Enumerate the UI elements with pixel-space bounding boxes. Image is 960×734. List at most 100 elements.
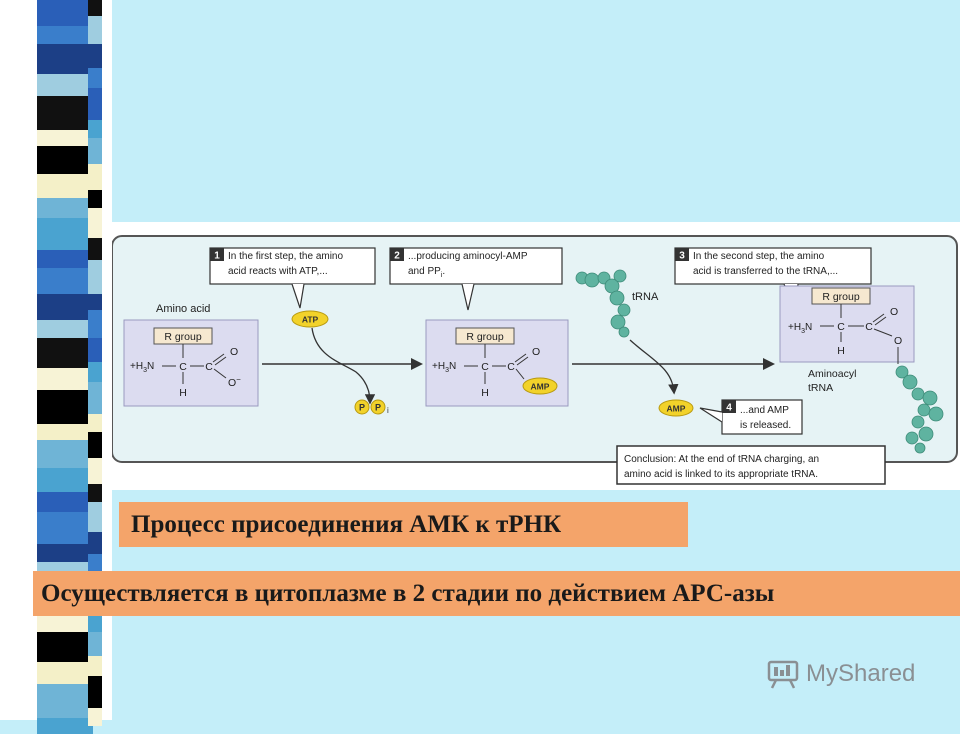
stripe-segment [88,208,102,238]
stripe-segment [37,250,93,268]
stripe-segment [37,0,93,26]
caption-subtitle: Осуществляется в цитоплазме в 2 стадии п… [33,571,960,616]
stripe-segment [37,146,93,174]
oxygen-double-2: O [532,346,540,358]
stripe-segment [37,390,93,424]
callout-4-line2: is released. [740,420,791,431]
stripe-segment [88,362,102,382]
conclusion-box: Conclusion: At the end of tRNA charging,… [616,445,886,485]
svg-text:P: P [359,403,365,413]
watermark: MyShared [766,656,915,692]
callout-1: 1 In the first step, the amino acid reac… [209,247,376,309]
stripe-segment [37,424,93,440]
aminoacyl-trna-molecule: R group +H3N C C O O H [779,285,915,364]
stripe-segment [88,238,102,260]
stripe-segment [37,468,93,492]
conclusion-line2: amino acid is linked to its appropriate … [624,469,818,480]
oxygen-ester-3: O [894,335,902,347]
stripe-segment [37,174,93,198]
stripe-segment [88,16,102,44]
stripe-segment [37,130,93,146]
stripe-segment [37,74,93,96]
stripe-segment [37,614,93,632]
ppi-badge: P P i [354,399,389,415]
alpha-carbon-2: C [481,361,489,373]
stripe-segment [37,96,93,130]
callout-4-number: 4 [726,403,732,414]
stripe-segment [88,708,102,726]
watermark-text: MyShared [806,660,916,687]
trna-shape-free [575,269,631,338]
stripe-segment [37,368,93,390]
r-group-label-2: R group [466,331,504,343]
presentation-board-icon [767,660,799,689]
amp-badge-released [658,399,694,417]
amp-label-released: AMP [667,404,686,414]
callout-2-line2: and PPi. [408,266,445,279]
stripe-segment [88,260,102,294]
stripe-segment [88,484,102,502]
alpha-hydrogen-3: H [837,345,845,357]
stripe-segment [37,294,93,320]
stripe-segment [37,338,93,368]
stripe-segment [88,382,102,414]
oxygen-minus-1: O− [228,375,241,389]
stripe-segment [88,88,102,120]
trna-label: tRNA [632,291,659,303]
callout-3-number: 3 [679,251,685,262]
stripe-pattern-thin [88,0,102,726]
stripe-segment [88,532,102,554]
stripe-segment [88,44,102,68]
aminoacyl-label-line1: Aminoacyl [808,368,856,380]
callout-4-line1: ...and AMP [740,405,789,416]
figure-svg: 1 In the first step, the amino acid reac… [112,235,958,485]
alpha-carbon-1: C [179,361,187,373]
stripe-segment [88,0,102,16]
amp-label-bound: AMP [531,382,550,392]
stripe-segment [88,338,102,362]
callout-4: 4 ...and AMP is released. [699,399,803,435]
stripe-segment [88,294,102,310]
stripe-segment [88,632,102,656]
stripe-segment [88,414,102,432]
stripe-segment [37,662,93,684]
callout-2-number: 2 [394,251,400,262]
atp-label: ATP [302,315,319,325]
stripe-segment [88,458,102,484]
svg-text:i: i [387,406,389,415]
oxygen-double-1: O [230,346,238,358]
alpha-hydrogen-1: H [179,387,187,399]
stripe-segment [37,440,93,468]
conclusion-line1: Conclusion: At the end of tRNA charging,… [624,454,819,465]
stripe-segment [37,718,93,734]
stripe-segment [37,632,93,662]
caption-title: Процесс присоединения АМК к тРНК [119,502,688,547]
oxygen-double-3: O [890,306,898,318]
stripe-segment [88,120,102,138]
aminoacyl-label-line2: tRNA [808,382,833,394]
amine-group-1: +H3N [130,361,154,374]
stripe-segment [37,198,93,218]
stripe-segment [88,164,102,190]
callout-1-number: 1 [214,251,220,262]
trna-charging-figure: 1 In the first step, the amino acid reac… [112,222,960,490]
amp-badge-bound [522,377,558,395]
r-group-label-3: R group [822,291,860,303]
amine-group-2: +H3N [432,361,456,374]
callout-1-line1: In the first step, the amino [228,251,343,262]
callout-3-line2: acid is transferred to the tRNA,... [693,266,838,277]
stripe-segment [37,26,93,44]
carboxyl-carbon-3: C [865,321,873,333]
atp-badge [291,310,329,328]
amine-group-3: +H3N [788,322,812,335]
stripe-segment [88,190,102,208]
stripe-segment [37,512,93,544]
r-group-label-1: R group [164,331,202,343]
stripe-segment [37,544,93,562]
amino-acid-label: Amino acid [156,303,210,315]
stripe-segment [88,68,102,88]
aminoacyl-amp-molecule: R group +H3N C C O AMP H [425,319,569,407]
alpha-carbon-3: C [837,321,845,333]
trna-shape-bound [895,365,944,454]
stripe-segment [37,218,93,250]
